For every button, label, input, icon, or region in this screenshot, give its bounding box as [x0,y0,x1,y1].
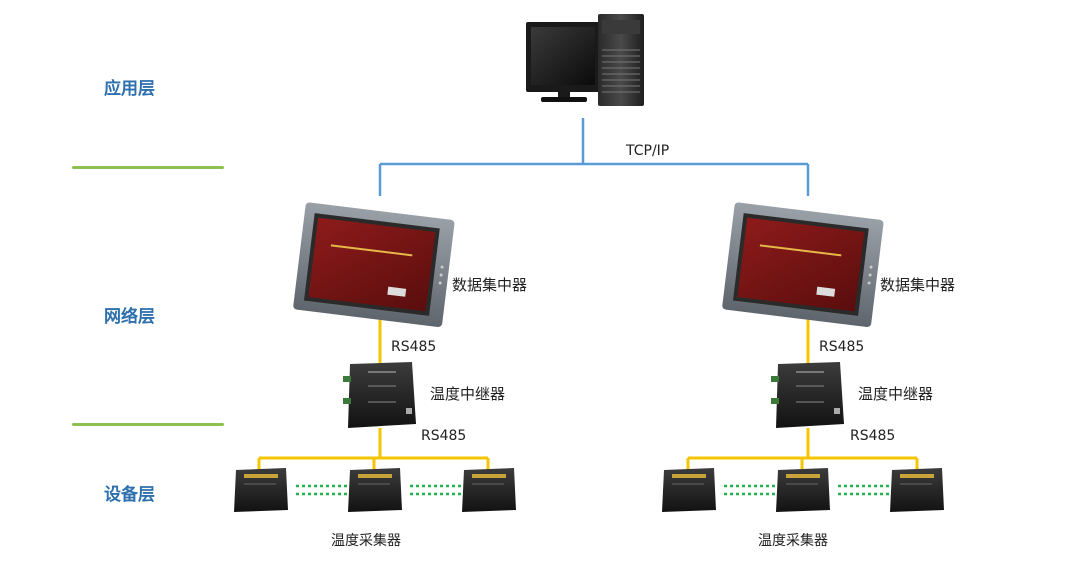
collector-left-3-icon [462,468,516,512]
repeater-left-label: 温度中继器 [430,385,506,403]
concentrator-right-label: 数据集中器 [880,276,956,294]
repeater-right-icon [771,362,844,428]
collector-left-2-icon [348,468,402,512]
tcp-ip-label: TCP/IP [626,143,670,159]
layer-label-network: 网络层 [104,307,155,327]
divider-application-network [72,166,224,169]
rs485-right-upper-label: RS485 [819,339,865,355]
concentrator-left-label: 数据集中器 [452,276,528,294]
collector-right-3-icon [890,468,944,512]
concentrator-right-icon [722,202,884,328]
collector-left-1-icon [234,468,288,512]
layer-label-application: 应用层 [104,79,155,99]
collector-group-left-label: 温度采集器 [331,533,401,549]
repeater-left-icon [343,362,416,428]
collector-right-1-icon [662,468,716,512]
divider-network-device [72,423,224,426]
layer-label-device: 设备层 [104,485,155,505]
repeater-right-label: 温度中继器 [858,385,934,403]
desktop-computer-icon [526,14,644,106]
rs485-lines [257,318,919,470]
rs485-left-upper-label: RS485 [391,339,437,355]
concentrator-left-icon [293,202,455,328]
collector-right-2-icon [776,468,830,512]
wireless-links [296,484,890,496]
collector-group-right-label: 温度采集器 [758,533,828,549]
rs485-right-lower-label: RS485 [850,428,896,444]
tcp-ip-lines [378,118,810,196]
rs485-left-lower-label: RS485 [421,428,467,444]
